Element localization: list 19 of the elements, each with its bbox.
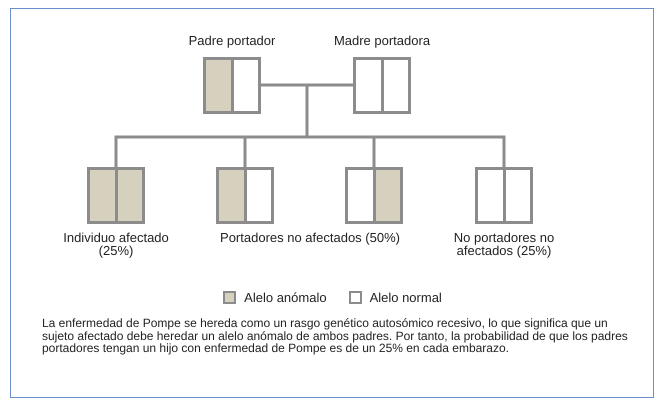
caption-text: La enfermedad de Pompe se hereda como un rasgo genético autosómico recesivo, lo que significa que un sujeto afectado debe heredar un alelo anómalo de ambos padres. Por tanto, la probabilidad de que los padres portadores tengan un hijo con enfermedad de Pompe es de un 25% en cada embarazo.: [42, 317, 629, 354]
pedigree-line: [372, 136, 506, 138]
legend-label: Alelo anómalo: [244, 290, 327, 305]
pedigree-line: [372, 136, 376, 168]
pedigree-line: [244, 136, 246, 168]
offspring-label: Individuo afectado (25%): [62, 231, 170, 257]
pedigree-line: [306, 84, 308, 138]
pedigree-line: [306, 84, 354, 86]
pedigree-line: [502, 136, 506, 168]
offspring-label: Portadores no afectados (50%): [219, 231, 401, 244]
parent-label: Padre portador: [188, 33, 276, 48]
pedigree-line: [244, 136, 308, 138]
pedigree-line: [114, 136, 246, 138]
pedigree-line: [306, 136, 376, 138]
legend-label: Alelo normal: [370, 290, 442, 305]
offspring-label: No portadores no afectados (25%): [452, 231, 556, 257]
parent-label: Madre portadora: [332, 33, 432, 48]
pedigree-line: [114, 136, 118, 168]
pedigree-line: [260, 84, 308, 86]
